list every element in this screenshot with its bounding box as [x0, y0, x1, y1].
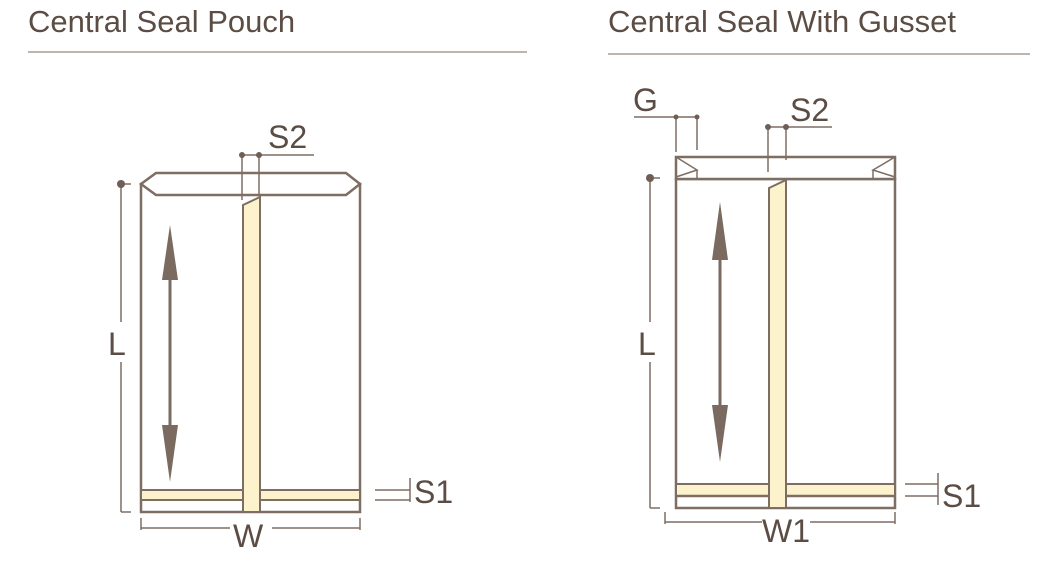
w-label: W: [233, 518, 264, 554]
double-arrow-icon: [162, 225, 178, 482]
l-label: L: [638, 326, 656, 362]
s2-label: S2: [790, 92, 829, 128]
central-seal-gusset-diagram: Central Seal With Gusset G S2 L: [608, 4, 1030, 549]
gusset-top-band: [674, 155, 897, 181]
s1-label: S1: [414, 474, 453, 510]
w1-label: W1: [762, 513, 810, 549]
central-seal-pouch-diagram: Central Seal Pouch S2 L S1: [28, 4, 527, 554]
left-title: Central Seal Pouch: [28, 4, 295, 39]
center-seal: [768, 178, 787, 509]
l-label: L: [108, 326, 126, 362]
center-seal: [242, 195, 261, 513]
s1-label: S1: [942, 478, 981, 514]
double-arrow-icon: [712, 202, 728, 462]
pouch-top-flap: [138, 171, 363, 197]
g-label: G: [633, 82, 658, 118]
right-title: Central Seal With Gusset: [608, 4, 956, 39]
s2-label: S2: [268, 119, 307, 155]
